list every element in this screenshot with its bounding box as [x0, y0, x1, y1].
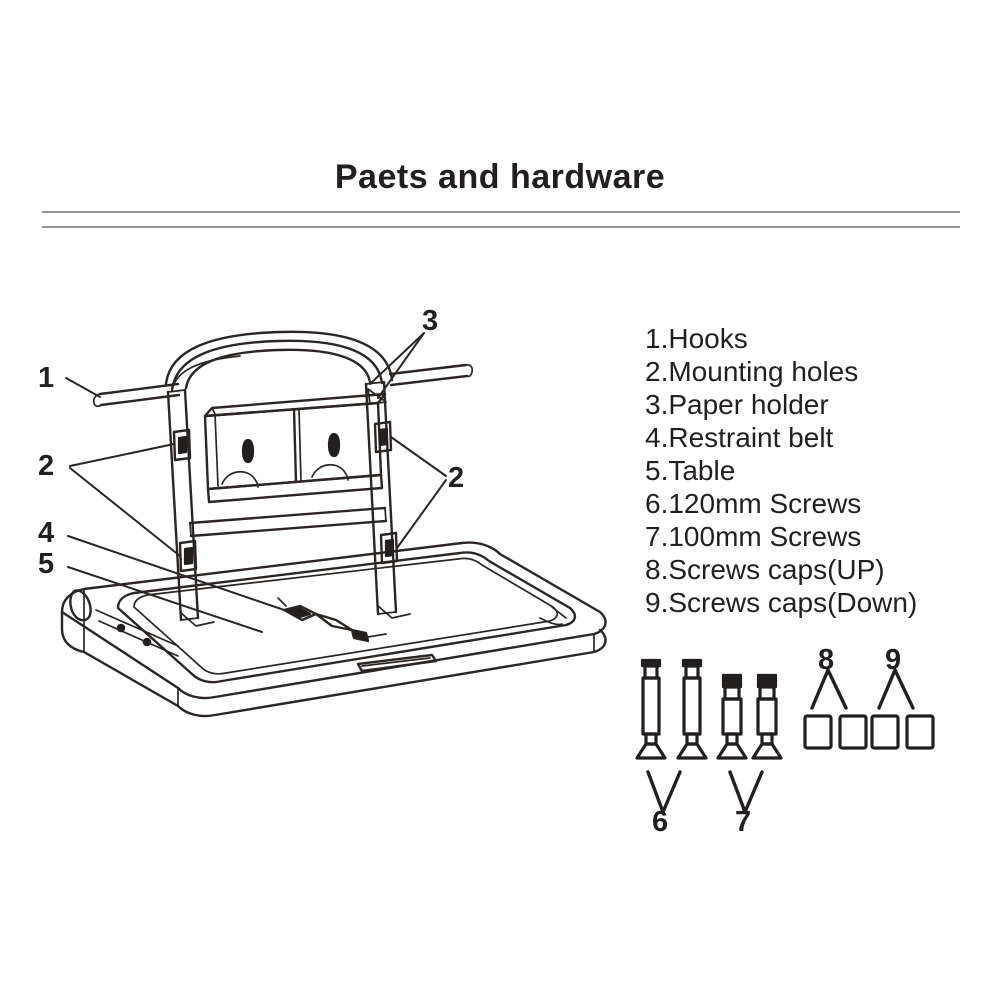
legend-item-4: 4.Restraint belt: [645, 422, 834, 453]
hardware-label-8: 8: [818, 644, 835, 676]
legend-item-2: 2.Mounting holes: [645, 356, 859, 387]
legend-item-7: 7.100mm Screws: [645, 521, 862, 552]
callout-2-mounting-holes-right: 2: [448, 462, 465, 494]
changing-table-tray: [60, 541, 607, 718]
legend-item-6: 6.120mm Screws: [645, 488, 862, 519]
callout-2-mounting-holes-left: 2: [38, 450, 55, 482]
legend-item-3: 3.Paper holder: [645, 389, 829, 420]
header-divider-bottom: [42, 226, 960, 228]
screw-caps-down: [870, 668, 935, 750]
hardware-label-7: 7: [735, 806, 752, 838]
hooks: [92, 363, 474, 408]
bracket-caps-down: [877, 668, 915, 710]
restraint-belt: [277, 597, 387, 643]
screw-100mm-1: [716, 673, 748, 760]
bracket-screws-120mm: [646, 770, 682, 814]
page-title: Paets and hardware: [334, 158, 666, 196]
hardware-label-6: 6: [652, 806, 669, 838]
screw-120mm-2: [676, 658, 708, 760]
parts-legend: 1.Hooks 2.Mounting holes 3.Paper holder …: [645, 322, 990, 619]
legend-item-8: 8.Screws caps(UP): [645, 554, 885, 585]
bracket-caps-up: [810, 668, 848, 710]
back-frame: [164, 330, 411, 627]
header-divider-top: [42, 211, 960, 213]
callout-leader-lines: [65, 332, 447, 633]
callout-5-table: 5: [38, 548, 55, 580]
mounting-holes: [172, 420, 399, 573]
legend-item-5: 5.Table: [645, 455, 736, 486]
legend-item-1: 1.Hooks: [645, 323, 748, 354]
screw-caps-up: [803, 668, 868, 750]
callout-4-restraint-belt: 4: [38, 517, 55, 549]
screw-100mm-2: [751, 673, 783, 760]
legend-item-9: 9.Screws caps(Down): [645, 587, 918, 618]
bracket-screws-100mm: [728, 770, 764, 814]
paper-holder: [203, 388, 387, 504]
screw-120mm-1: [635, 658, 667, 760]
callout-3-paper-holder: 3: [422, 305, 439, 337]
callout-1-hooks: 1: [38, 362, 55, 394]
hardware-label-9: 9: [885, 644, 902, 676]
